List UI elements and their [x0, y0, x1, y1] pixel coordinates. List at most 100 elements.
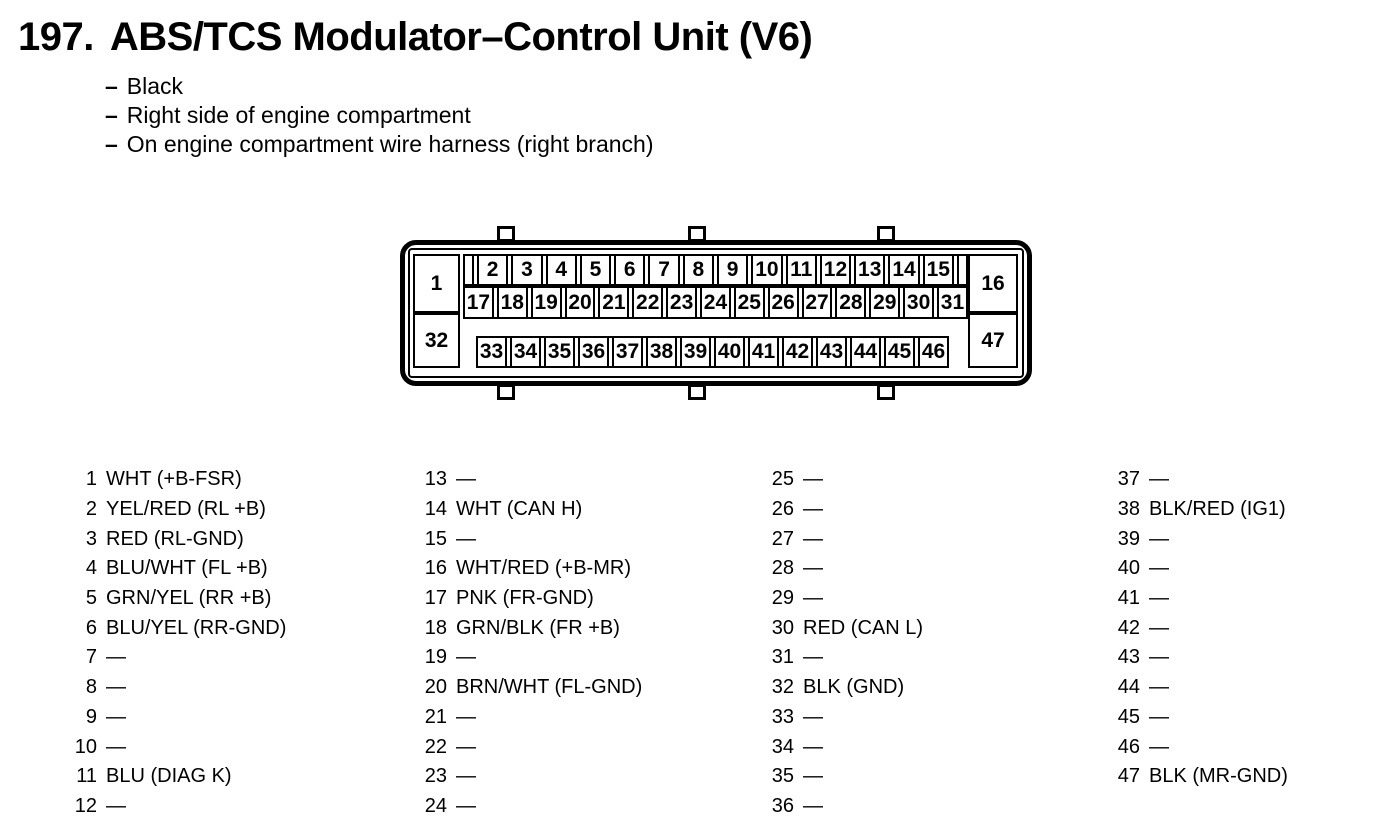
pin-number: 13 — [424, 468, 447, 491]
pin-number: 44 — [1117, 676, 1140, 699]
pin-description: — — [456, 468, 476, 491]
connector-pin-cell-11: 11 — [785, 256, 817, 284]
pin-row-25: 25— — [757, 465, 923, 495]
pin-description: — — [106, 705, 126, 728]
connector-pin-cell-33: 33 — [476, 338, 507, 366]
pin-number: 27 — [771, 527, 794, 550]
connector-pin-cell-7: 7 — [648, 256, 680, 284]
pin-number: 43 — [1117, 646, 1140, 669]
pin-description: — — [803, 557, 823, 580]
connector-pin-cell-4: 4 — [545, 256, 577, 284]
pin-number: 45 — [1117, 705, 1140, 728]
pin-row-23: 23— — [410, 762, 642, 792]
pin-row-8: 8— — [60, 673, 286, 703]
connector-pin-cell-34: 34 — [510, 338, 541, 366]
pin-row-7: 7— — [60, 643, 286, 673]
connector-pin-cell-42: 42 — [782, 338, 813, 366]
bullet-dash: – — [105, 102, 118, 128]
pin-number: 32 — [771, 676, 794, 699]
pin-number: 34 — [771, 735, 794, 758]
pin-description: — — [803, 765, 823, 788]
pin-description: WHT (+B-FSR) — [106, 468, 242, 491]
bullet-dash: – — [105, 131, 118, 157]
bullet-item-location: – Right side of engine compartment — [105, 101, 653, 130]
pin-row-28: 28— — [757, 554, 923, 584]
pin-number: 2 — [85, 498, 97, 521]
connector-pin-cell-46: 46 — [918, 338, 949, 366]
pin-description: BLK (MR-GND) — [1149, 765, 1288, 788]
pin-row-9: 9— — [60, 703, 286, 733]
pin-row-24: 24— — [410, 792, 642, 822]
connector-tab-bottom-3 — [877, 384, 895, 400]
pin-row-45: 45 — — [1103, 703, 1288, 733]
pin-description: — — [106, 646, 126, 669]
connector-blank-cell — [463, 256, 474, 284]
pin-number: 21 — [424, 705, 447, 728]
pin-row-34: 34 — — [757, 732, 923, 762]
connector-pin-cell-44: 44 — [850, 338, 881, 366]
bullet-text: On engine compartment wire harness (righ… — [126, 131, 654, 157]
connector-pin-cell-9: 9 — [716, 256, 749, 284]
pin-description: GRN/YEL (RR +B) — [106, 587, 272, 610]
pin-number: 19 — [424, 646, 447, 669]
pin-row-39: 39— — [1103, 524, 1288, 554]
pin-description: — — [456, 794, 476, 817]
pin-number: 29 — [771, 587, 794, 610]
pin-number: 14 — [424, 498, 447, 521]
pin-description: — — [803, 794, 823, 817]
connector-pin-cell-36: 36 — [578, 338, 609, 366]
pin-row-37: 37— — [1103, 465, 1288, 495]
pin-description: RED (CAN L) — [803, 616, 924, 639]
connector-pin-cell-30: 30 — [903, 288, 935, 317]
pin-description: BLU/WHT (FL +B) — [106, 557, 268, 580]
pin-number: 37 — [1117, 468, 1140, 491]
pin-description: — — [1149, 587, 1169, 610]
connector-pin-cell-20: 20 — [564, 288, 596, 317]
pin-number: 36 — [771, 794, 794, 817]
pin-description: — — [1149, 705, 1169, 728]
pin-number: 31 — [771, 646, 794, 669]
pin-number: 46 — [1117, 735, 1140, 758]
connector-pin-cell-27: 27 — [801, 288, 833, 317]
connector-pin-cell-47: 47 — [968, 313, 1018, 368]
pin-description: GRN/BLK (FR +B) — [456, 616, 620, 639]
connector-tab-bottom-1 — [497, 384, 515, 400]
pin-row-15: 15— — [410, 524, 642, 554]
pin-description: BRN/WHT (FL-GND) — [456, 676, 643, 699]
connector-pin-cell-40: 40 — [714, 338, 745, 366]
pin-number: 35 — [771, 765, 794, 788]
connector-pin-cell-32: 32 — [413, 313, 460, 368]
pin-row-46: 46— — [1103, 732, 1288, 762]
pin-number: 8 — [85, 676, 97, 699]
pin-number: 16 — [424, 557, 447, 580]
pin-row-13: 13 — — [410, 465, 642, 495]
pin-description: — — [456, 765, 476, 788]
connector-pin-cell-17: 17 — [463, 288, 494, 317]
connector-pin-cell-25: 25 — [733, 288, 765, 317]
bullet-text: Black — [126, 73, 184, 99]
pin-description: — — [803, 705, 823, 728]
pin-description: BLU/YEL (RR-GND) — [106, 616, 287, 639]
pin-description: — — [803, 735, 823, 758]
section-title: ABS/TCS Modulator–Control Unit (V6) — [109, 15, 813, 59]
connector-pin-cell-29: 29 — [869, 288, 901, 317]
pin-description: BLK (GND) — [803, 676, 905, 699]
connector-pin-cell-24: 24 — [700, 288, 731, 317]
pin-description: — — [456, 527, 476, 550]
pin-number: 47 — [1117, 765, 1140, 788]
connector-pin-cell-28: 28 — [835, 288, 867, 317]
pin-number: 4 — [85, 557, 97, 580]
